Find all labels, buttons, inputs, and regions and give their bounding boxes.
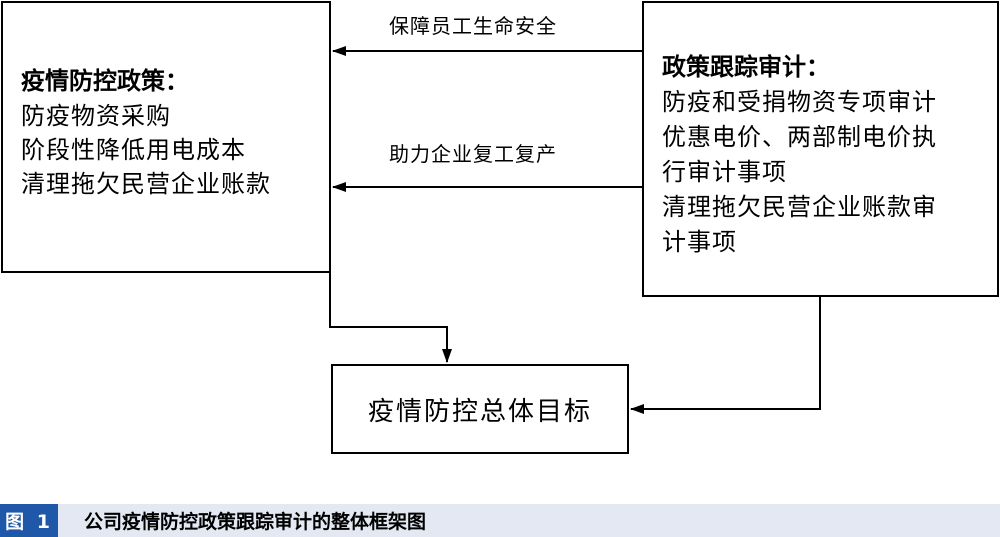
policy-box-title: 疫情防控政策： — [21, 66, 189, 95]
audit-item: 行审计事项 — [662, 158, 787, 186]
audit-box: 政策跟踪审计： 防疫和受捐物资专项审计 优惠电价、两部制电价执 行审计事项 清理… — [642, 1, 999, 297]
arrow-left-to-bottom — [329, 273, 452, 363]
audit-box-title: 政策跟踪审计： — [662, 52, 830, 81]
policy-item: 阶段性降低用电成本 — [21, 136, 246, 164]
figure-number: 图 1 — [0, 504, 58, 537]
arrow-mid-label: 助力企业复工复产 — [389, 142, 557, 166]
policy-box: 疫情防控政策： 防疫物资采购 阶段性降低用电成本 清理拖欠民营企业账款 — [1, 1, 331, 273]
policy-item: 清理拖欠民营企业账款 — [21, 170, 271, 198]
arrow-top-label: 保障员工生命安全 — [389, 14, 557, 38]
goal-label: 疫情防控总体目标 — [367, 396, 592, 427]
figure-caption: 图 1 公司疫情防控政策跟踪审计的整体框架图 — [0, 504, 1000, 537]
audit-item: 优惠电价、两部制电价执 — [662, 123, 937, 151]
audit-item: 防疫和受捐物资专项审计 — [662, 88, 937, 116]
policy-item: 防疫物资采购 — [21, 102, 171, 130]
audit-item: 清理拖欠民营企业账款审 — [662, 193, 937, 221]
caption-text: 公司疫情防控政策跟踪审计的整体框架图 — [84, 511, 427, 533]
arrow-right-to-bottom — [630, 297, 821, 414]
connector-lines — [329, 46, 821, 414]
diagram-canvas: 疫情防控政策： 防疫物资采购 阶段性降低用电成本 清理拖欠民营企业账款 政策跟踪… — [1, 1, 999, 454]
goal-box: 疫情防控总体目标 — [331, 364, 629, 454]
audit-item: 计事项 — [662, 228, 737, 256]
